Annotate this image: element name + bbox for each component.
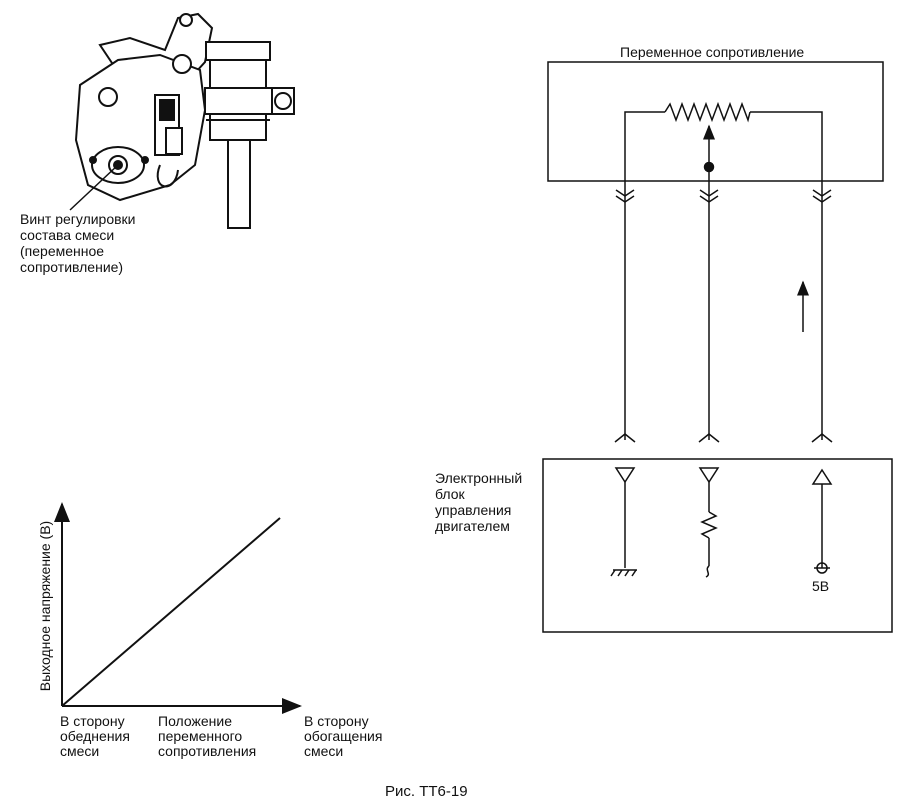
- connector-marks-top: [615, 189, 832, 203]
- screw-caption-line1: Винт регулировки: [20, 211, 136, 227]
- ecu-label-line1: Электронный: [435, 470, 523, 486]
- graph-xlabel-position-line2: переменного: [158, 728, 243, 744]
- input-resistor-icon: [700, 511, 718, 539]
- ecu-label: Электронный блок управления двигателем: [435, 470, 522, 534]
- throttle-sensor-illustration: [69, 12, 295, 229]
- screw-caption-line4: сопротивление): [20, 259, 124, 275]
- ecu-label-line3: управления: [435, 502, 512, 518]
- graph-xlabel-rich-line2: обогащения: [304, 728, 383, 744]
- potentiometer-title: Переменное сопротивление: [620, 44, 805, 60]
- graph-output-line: [61, 517, 281, 707]
- graph-ylabel: Выходное напряжение (В): [37, 520, 53, 692]
- wiper-junction: [703, 161, 715, 173]
- graph-xlabel-lean: В сторону обеднения смеси: [60, 714, 130, 759]
- screw-caption-line2: состава смеси: [20, 227, 115, 243]
- figure-caption: Рис. TT6-19: [385, 783, 468, 800]
- graph-xlabel-position-line1: Положение: [158, 713, 232, 729]
- harness-wires: [614, 182, 833, 443]
- potentiometer-box: [547, 61, 884, 182]
- graph-xlabel-rich: В сторону обогащения смеси: [304, 714, 382, 759]
- supply-voltage-label: 5В: [812, 578, 830, 594]
- graph-xlabel-position-line3: сопротивления: [158, 743, 257, 759]
- graph-xlabel-position: Положение переменного сопротивления: [158, 714, 256, 759]
- graph-xlabel-lean-line3: смеси: [60, 743, 100, 759]
- ecu-label-line4: двигателем: [435, 518, 510, 534]
- output-graph: [54, 502, 302, 714]
- graph-xlabel-lean-line2: обеднения: [60, 728, 130, 744]
- graph-xlabel-lean-line1: В сторону: [60, 713, 125, 729]
- graph-xlabel-rich-line1: В сторону: [304, 713, 369, 729]
- screw-caption: Винт регулировки состава смеси (переменн…: [20, 211, 136, 275]
- ecu-box: [542, 458, 893, 633]
- ecu-label-line2: блок: [435, 486, 465, 502]
- connector-marks-bottom: [614, 433, 833, 443]
- resistor-zigzag: [664, 101, 751, 123]
- graph-xlabel-rich-line3: смеси: [304, 743, 344, 759]
- screw-caption-line3: (переменное: [20, 243, 105, 259]
